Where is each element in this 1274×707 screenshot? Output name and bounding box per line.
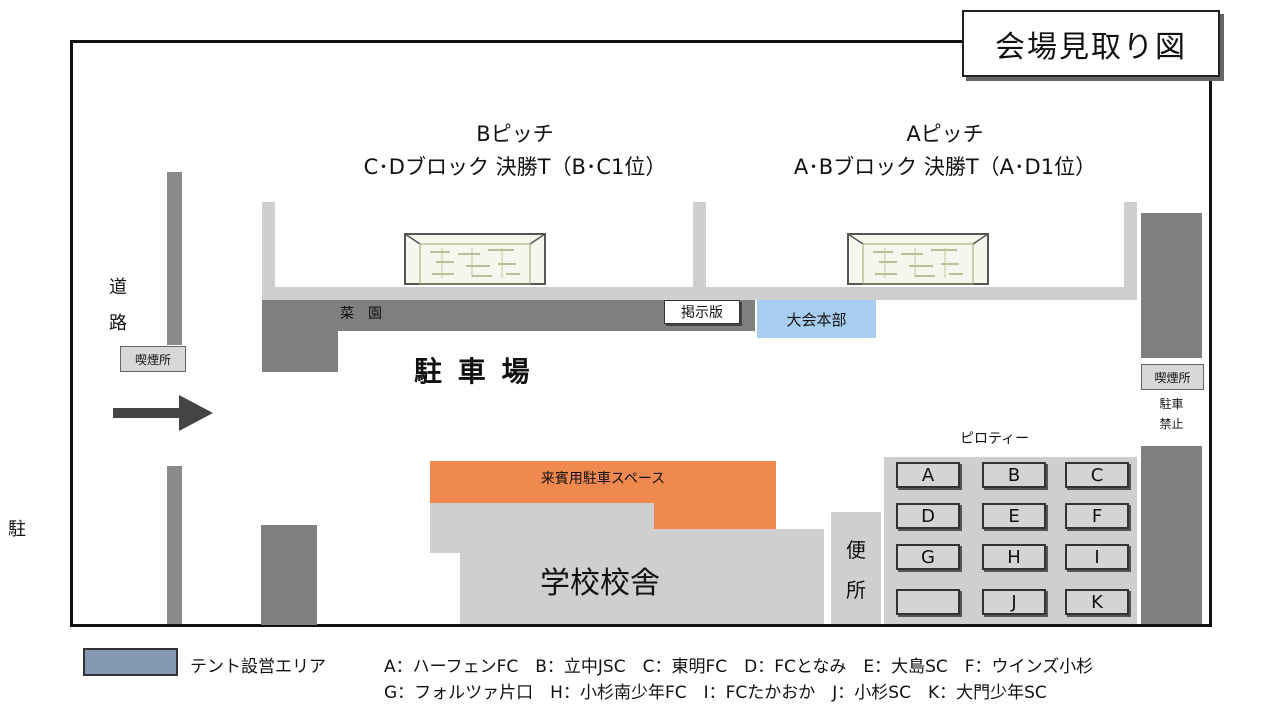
- tent-empty: [896, 589, 960, 615]
- no-parking-label: 駐車 禁止: [1141, 394, 1202, 434]
- road-lower-strip: [167, 466, 182, 624]
- pitch-a-desc: A･Bブロック 決勝T（A･D1位）: [793, 155, 1097, 179]
- legend-teams-line-1: A：ハーフェンFC B：立中JSC C：東明FC D：FCとなみ E：大島SC …: [384, 657, 1094, 677]
- toilet: [831, 512, 881, 624]
- smoking-area-right: 喫煙所: [1141, 364, 1204, 390]
- legend-tent-label: テント設営エリア: [190, 657, 326, 677]
- map-border: [70, 40, 1212, 627]
- tent-a: A: [896, 462, 960, 488]
- tent-i: I: [1065, 544, 1129, 570]
- guest-parking-label: 来賓用駐車スペース: [540, 471, 666, 487]
- piloti-label: ピロティー: [960, 431, 1030, 447]
- goal-b-icon: [404, 233, 546, 285]
- bottom-left-block: [261, 525, 317, 625]
- toilet-label: 便 所: [831, 530, 881, 610]
- tent-g: G: [896, 544, 960, 570]
- tent-f: F: [1065, 503, 1129, 529]
- school-building-lower: [460, 529, 824, 624]
- pitch-bottom-line: [262, 287, 1137, 300]
- tent-k: K: [1065, 589, 1129, 615]
- entrance-arrow-icon: [113, 395, 213, 431]
- tent-e: E: [982, 503, 1046, 529]
- road-label: 道 路: [106, 270, 130, 342]
- right-building-lower: [1141, 446, 1202, 624]
- parking-label: 駐 車 場: [414, 355, 533, 388]
- legend-teams-line-2: G：フォルツァ片口 H：小杉南少年FC I：FCたかおか J：小杉SC K：大門…: [384, 683, 1047, 703]
- pitch-a-name: Aピッチ: [906, 122, 984, 146]
- smoking-area-left: 喫煙所: [120, 346, 186, 372]
- pitch-a-label: Aピッチ A･Bブロック 決勝T（A･D1位）: [730, 118, 1160, 184]
- no-parking-line-2: 禁止: [1159, 417, 1184, 431]
- right-building-upper: [1141, 213, 1202, 358]
- tent-b: B: [982, 462, 1046, 488]
- tent-c: C: [1065, 462, 1129, 488]
- tournament-hq: 大会本部: [757, 300, 876, 338]
- road-label-2: 路: [109, 313, 127, 334]
- guest-parking-right: [654, 503, 776, 529]
- pitch-center-wall: [693, 202, 706, 300]
- school-building-label: 学校校舎: [540, 566, 660, 601]
- map-title: 会場見取り図: [962, 10, 1220, 77]
- pitch-b-desc: C･Dブロック 決勝T（B･C1位）: [363, 155, 667, 179]
- tent-h: H: [982, 544, 1046, 570]
- guest-parking-top: [430, 461, 776, 503]
- toilet-label-2: 所: [846, 578, 866, 602]
- road-label-1: 道: [109, 277, 127, 298]
- pitch-b-left-wall: [262, 202, 275, 300]
- tent-j: J: [982, 589, 1046, 615]
- outside-label: 駐: [8, 519, 26, 540]
- road-upper-strip: [167, 172, 182, 345]
- goal-a-icon: [847, 233, 989, 285]
- garden-block: [262, 300, 338, 372]
- notice-board: 掲示版: [664, 300, 740, 324]
- legend-swatch: [83, 648, 178, 676]
- pitch-b-label: Bピッチ C･Dブロック 決勝T（B･C1位）: [300, 118, 730, 184]
- pitch-a-right-wall: [1124, 202, 1137, 300]
- tent-d: D: [896, 503, 960, 529]
- garden-label: 菜 園: [340, 306, 382, 322]
- no-parking-line-1: 駐車: [1159, 397, 1184, 411]
- pitch-b-name: Bピッチ: [476, 122, 554, 146]
- toilet-label-1: 便: [846, 538, 866, 562]
